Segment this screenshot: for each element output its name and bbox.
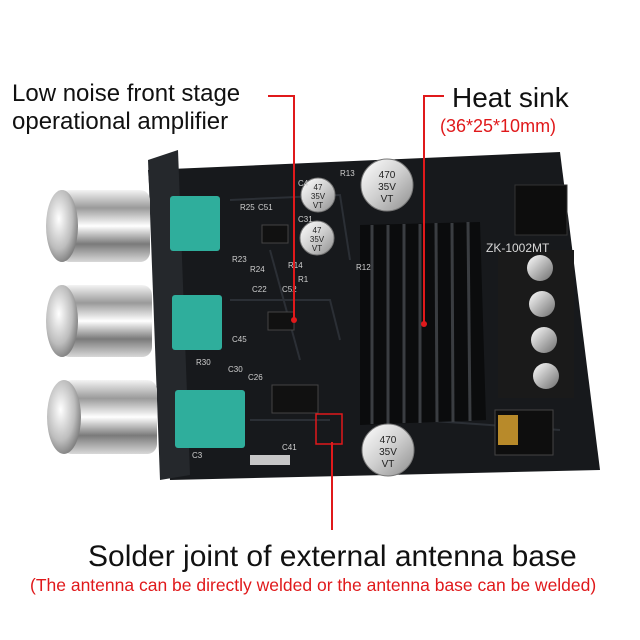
silk-label: R1 <box>298 275 309 284</box>
silk-label: C30 <box>228 365 243 374</box>
silk-label: C4 <box>298 179 309 188</box>
silk-label: C52 <box>282 285 297 294</box>
silk-label: R14 <box>288 261 303 270</box>
capacitor-large-1: 470 35V VT <box>360 158 414 212</box>
opamp-chip <box>261 224 289 244</box>
callout-dot-heatsink <box>421 321 427 327</box>
silk-label: C31 <box>298 215 313 224</box>
silk-label: C45 <box>232 335 247 344</box>
heatsink-dimensions: (36*25*10mm) <box>440 116 557 136</box>
potentiometer-3 <box>175 390 245 448</box>
audio-jack-contacts <box>498 415 518 445</box>
screw-icon <box>533 363 559 389</box>
capacitor-marking: VT <box>313 201 323 210</box>
heat-sink-fins <box>370 221 472 424</box>
capacitor-large-2: 470 35V VT <box>361 423 415 477</box>
antenna-note: (The antenna can be directly welded or t… <box>30 575 597 595</box>
capacitor-small-2: 47 35V VT <box>299 220 335 256</box>
capacitor-marking: VT <box>382 459 395 470</box>
silk-label: C26 <box>248 373 263 382</box>
bluetooth-chip <box>271 384 319 414</box>
callout-dot-opamp <box>291 317 297 323</box>
screw-icon <box>531 327 557 353</box>
silk-label: C22 <box>252 285 267 294</box>
silk-label: R23 <box>232 255 247 264</box>
heatsink-label: Heat sink <box>452 82 569 113</box>
pcb-antenna-trace <box>250 455 290 465</box>
silkscreen-labels: R25 C51 C31 R23 R24 C22 C52 C45 R30 C30 … <box>192 169 371 460</box>
capacitor-marking: 35V <box>379 447 397 458</box>
knob-3 <box>47 380 157 454</box>
screw-icon <box>529 291 555 317</box>
opamp-label-line1: Low noise front stage <box>12 80 241 107</box>
speaker-terminal-block <box>498 250 574 398</box>
capacitor-marking: VT <box>312 244 322 253</box>
board-model-text: ZK-1002MT <box>486 241 550 255</box>
potentiometer-2 <box>172 295 222 350</box>
silk-label: R25 <box>240 203 255 212</box>
capacitor-marking: 47 <box>314 183 323 192</box>
silk-label: R30 <box>196 358 211 367</box>
potentiometers <box>170 196 245 448</box>
capacitor-marking: 470 <box>379 170 396 181</box>
screw-icon <box>527 255 553 281</box>
opamp-chip <box>267 311 295 331</box>
opamp-label-line2: operational amplifier <box>12 108 229 135</box>
callout-line-opamp <box>268 95 295 318</box>
capacitor-marking: 35V <box>310 235 325 244</box>
capacitor-marking: 35V <box>378 182 396 193</box>
knob-1 <box>46 190 150 262</box>
silk-label: C51 <box>258 203 273 212</box>
knob-2 <box>46 285 152 357</box>
silk-label: C41 <box>282 443 297 452</box>
silk-label: R13 <box>340 169 355 178</box>
silk-label: R12 <box>356 263 371 272</box>
callout-line-heatsink <box>423 95 444 322</box>
silk-label: R24 <box>250 265 265 274</box>
capacitor-marking: 470 <box>380 435 397 446</box>
capacitor-marking: 35V <box>311 192 326 201</box>
capacitor-marking: 47 <box>313 226 322 235</box>
callout-lines <box>268 95 444 530</box>
potentiometer-1 <box>170 196 220 251</box>
dc-power-jack <box>514 184 568 236</box>
antenna-solder-pad-highlight <box>315 413 343 445</box>
capacitor-marking: VT <box>381 194 394 205</box>
silk-label: C3 <box>192 451 203 460</box>
capacitor-small-1: 47 35V VT <box>300 177 336 213</box>
antenna-label: Solder joint of external antenna base <box>88 540 577 573</box>
